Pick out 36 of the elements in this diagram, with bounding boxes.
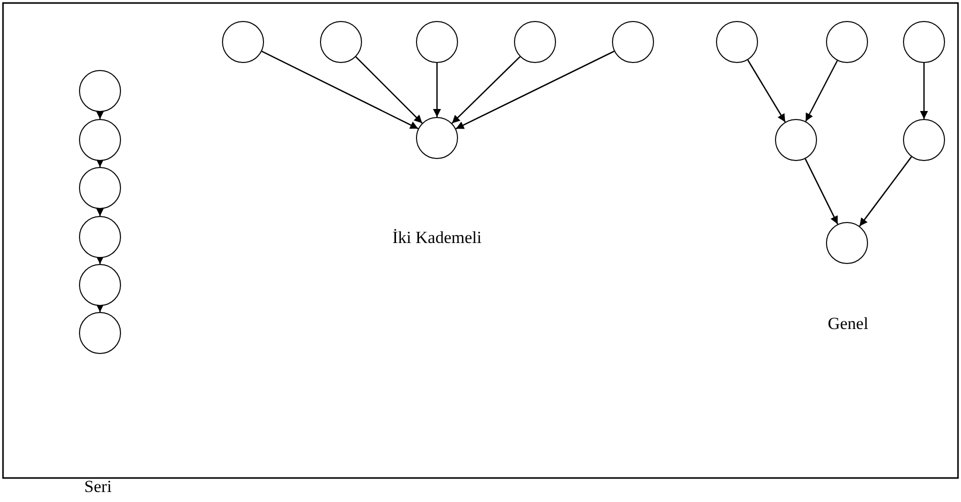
circle-node — [79, 167, 121, 209]
arrow — [96, 208, 104, 216]
circle-node — [775, 119, 817, 161]
arrow — [456, 50, 614, 130]
arrow — [262, 50, 418, 130]
circle-node — [903, 119, 945, 161]
circle-node — [416, 117, 458, 159]
circle-node — [826, 222, 868, 264]
arrow — [859, 156, 912, 227]
group-caption: Seri — [84, 477, 112, 497]
circle-node — [79, 264, 121, 306]
circle-node — [320, 21, 362, 63]
group-caption: İki Kademeli — [392, 228, 482, 248]
circle-node — [514, 21, 556, 63]
circle-node — [716, 21, 758, 63]
arrow — [747, 60, 786, 122]
arrow — [96, 304, 104, 312]
arrow — [804, 158, 838, 224]
circle-node — [79, 70, 121, 112]
circle-node — [79, 312, 121, 354]
circle-node — [826, 21, 868, 63]
arrow — [96, 111, 104, 119]
arrow — [452, 56, 520, 124]
circle-node — [903, 21, 945, 63]
arrow — [355, 56, 423, 124]
circle-node — [416, 21, 458, 63]
group-caption: Genel — [828, 314, 868, 334]
arrow — [433, 63, 441, 117]
arrow — [96, 159, 104, 167]
arrow — [96, 256, 104, 264]
circle-node — [222, 21, 264, 63]
circle-node — [612, 21, 654, 63]
arrow — [920, 63, 928, 119]
circle-node — [79, 216, 121, 258]
circle-node — [79, 119, 121, 161]
arrow — [805, 60, 838, 122]
